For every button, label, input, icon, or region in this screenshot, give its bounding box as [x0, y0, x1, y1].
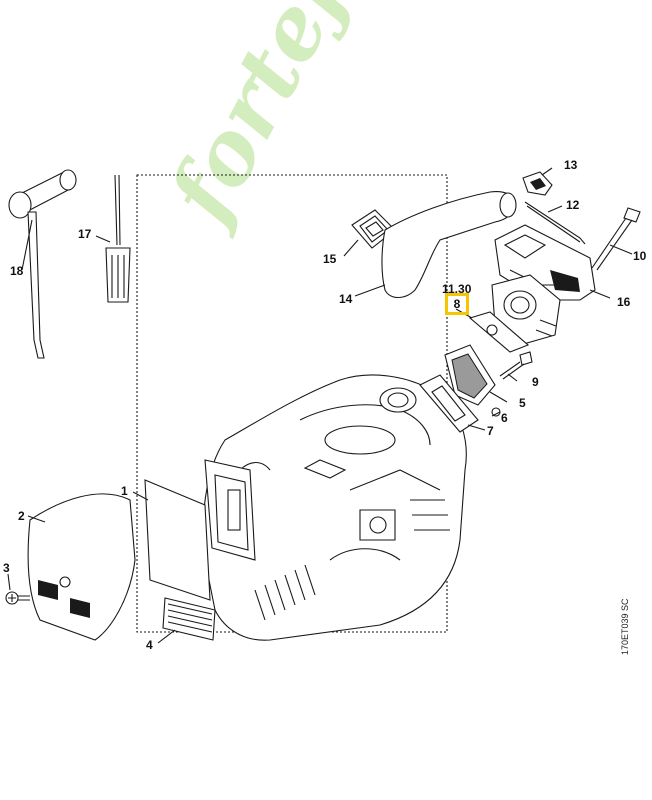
rod-12-part	[524, 201, 586, 245]
callout-7: 7	[487, 424, 494, 438]
screwdriver-part	[105, 174, 131, 303]
gasket-7-part	[419, 374, 479, 433]
leader-lines	[7, 167, 633, 644]
grille-part	[162, 597, 216, 641]
flange-5-part	[444, 344, 496, 406]
callout-12: 12	[566, 198, 580, 212]
callout-15: 15	[323, 252, 337, 266]
filter-frame-part	[144, 459, 256, 601]
wrench-part	[8, 169, 77, 359]
assembly-frame	[136, 174, 448, 633]
gasket-8-part	[468, 311, 530, 353]
callout-2: 2	[18, 509, 25, 523]
document-reference: 170ET039 SC	[620, 598, 630, 655]
callout-8: 8	[453, 297, 461, 311]
callout-17: 17	[78, 227, 92, 241]
callout-18: 18	[10, 264, 24, 278]
callout-14: 14	[339, 292, 353, 306]
screw-part	[5, 591, 30, 605]
highlighted-callout-8[interactable]: 8	[445, 293, 469, 315]
callout-1: 1	[121, 484, 128, 498]
callout-16: 16	[617, 295, 631, 309]
callout-4: 4	[146, 638, 153, 652]
callout-9: 9	[532, 375, 539, 389]
callout-13: 13	[564, 158, 578, 172]
handle-14-part	[381, 191, 517, 299]
bolt-10-part	[591, 207, 641, 271]
callout-11-30: 11,30	[442, 282, 472, 296]
callout-5: 5	[519, 396, 526, 410]
carburetor-part	[491, 274, 561, 346]
callout-6: 6	[501, 411, 508, 425]
clip-13-part	[522, 171, 553, 196]
shroud-part	[27, 493, 136, 641]
screw-9-part	[499, 351, 533, 380]
callout-10: 10	[633, 249, 647, 263]
callout-3: 3	[3, 561, 10, 575]
